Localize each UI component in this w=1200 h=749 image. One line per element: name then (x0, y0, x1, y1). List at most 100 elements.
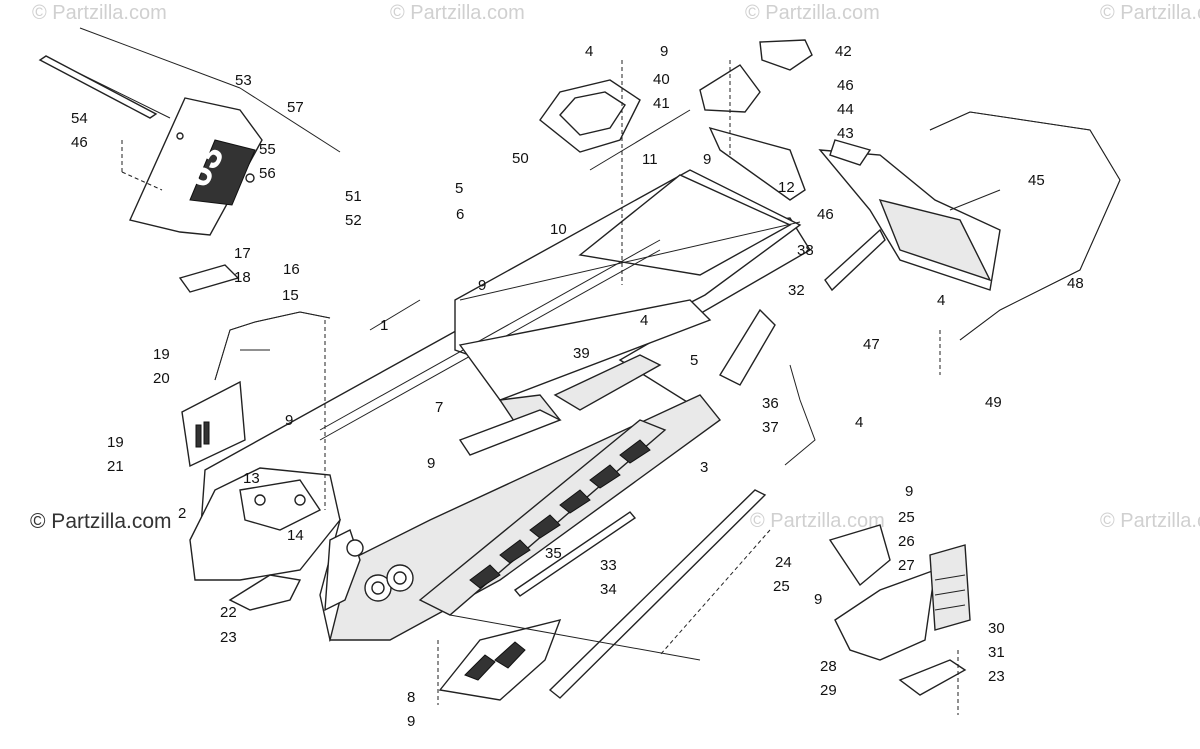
callout-4: 4 (585, 43, 593, 60)
running-board[interactable] (418, 419, 667, 616)
callout-47: 47 (863, 336, 880, 353)
callout-6: 6 (456, 206, 464, 223)
callout-55: 55 (259, 141, 276, 158)
watermark-top-4: © Partzilla.com (1100, 2, 1200, 24)
callout-19: 19 (153, 346, 170, 363)
callout-56: 56 (259, 165, 276, 182)
side-guard[interactable] (719, 308, 776, 386)
callout-9: 9 (905, 483, 913, 500)
callout-28: 28 (820, 658, 837, 675)
callout-45: 45 (1028, 172, 1045, 189)
callout-9: 9 (427, 455, 435, 472)
callout-17: 17 (234, 245, 251, 262)
callout-4: 4 (855, 414, 863, 431)
callout-41: 41 (653, 95, 670, 112)
callout-9: 9 (703, 151, 711, 168)
callout-27: 27 (898, 557, 915, 574)
taillight-housing[interactable] (818, 139, 1001, 291)
callout-23: 23 (988, 668, 1005, 685)
callout-8: 8 (407, 689, 415, 706)
callout-9: 9 (478, 277, 486, 294)
skid-strip[interactable] (513, 511, 637, 597)
watermark-main: © Partzilla.com (30, 510, 172, 533)
callout-9: 9 (407, 713, 415, 730)
callout-11: 11 (642, 151, 658, 168)
callout-15: 15 (282, 287, 299, 304)
callout-9: 9 (660, 43, 668, 60)
callout-29: 29 (820, 682, 837, 699)
callout-13: 13 (243, 470, 260, 487)
callout-42: 42 (835, 43, 852, 60)
callout-10: 10 (550, 221, 567, 238)
callout-52: 52 (345, 212, 362, 229)
callout-12: 12 (778, 179, 795, 196)
callout-5: 5 (455, 180, 463, 197)
callout-5: 5 (690, 352, 698, 369)
retainer-strap[interactable] (784, 364, 816, 466)
callout-4: 4 (937, 292, 945, 309)
callout-23: 23 (220, 629, 237, 646)
seat-cushion[interactable] (539, 79, 641, 153)
callout-37: 37 (762, 419, 779, 436)
callout-25: 25 (773, 578, 790, 595)
footrest-grid[interactable] (438, 618, 562, 701)
callout-34: 34 (600, 581, 617, 598)
callout-38: 38 (797, 242, 814, 259)
front-bumper-bracket[interactable] (181, 380, 246, 468)
rear-grab-bar[interactable] (929, 111, 1121, 341)
callout-20: 20 (153, 370, 170, 387)
cover-plate[interactable] (178, 264, 240, 293)
tube-bracket[interactable] (214, 311, 331, 381)
callout-53: 53 (235, 72, 252, 89)
callout-54: 54 (71, 110, 88, 127)
callout-32: 32 (788, 282, 805, 299)
callout-18: 18 (234, 269, 251, 286)
callout-46: 46 (837, 77, 854, 94)
rear-rail[interactable] (708, 126, 806, 201)
callout-35: 35 (545, 545, 562, 562)
callout-46: 46 (71, 134, 88, 151)
callout-57: 57 (287, 99, 304, 116)
right-side-panels[interactable] (828, 524, 971, 696)
lower-trim-strip[interactable] (548, 489, 767, 699)
callout-24: 24 (775, 554, 792, 571)
callout-51: 51 (345, 188, 362, 205)
front-bracket[interactable] (189, 467, 341, 611)
watermark-mid-3: © Partzilla.com (1100, 510, 1200, 532)
watermark-top-2: © Partzilla.com (390, 2, 525, 24)
callout-39: 39 (573, 345, 590, 362)
callout-9: 9 (285, 412, 293, 429)
callout-21: 21 (107, 458, 124, 475)
callout-43: 43 (837, 125, 854, 142)
side-decal-panel[interactable]: 63 (38, 27, 341, 236)
callout-labels: 1 2 3 4 4 4 4 5 5 6 7 8 9 9 9 9 9 9 9 9 … (71, 43, 1084, 730)
watermark-mid-2: © Partzilla.com (750, 510, 885, 532)
callout-9: 9 (814, 591, 822, 608)
callout-1: 1 (380, 317, 388, 334)
callout-25: 25 (898, 509, 915, 526)
watermark-top-1: © Partzilla.com (32, 2, 167, 24)
callout-7: 7 (435, 399, 443, 416)
callout-31: 31 (988, 644, 1005, 661)
callout-36: 36 (762, 395, 779, 412)
callout-33: 33 (600, 557, 617, 574)
callout-40: 40 (653, 71, 670, 88)
callout-2: 2 (178, 505, 186, 522)
reflector-strip[interactable] (824, 228, 886, 292)
callout-26: 26 (898, 533, 915, 550)
callout-22: 22 (220, 604, 237, 621)
handle-block[interactable] (759, 39, 813, 71)
callout-16: 16 (283, 261, 300, 278)
watermark-top-3: © Partzilla.com (745, 2, 880, 24)
callout-50: 50 (512, 150, 529, 167)
callout-48: 48 (1067, 275, 1084, 292)
callout-3: 3 (700, 459, 708, 476)
callout-30: 30 (988, 620, 1005, 637)
callout-14: 14 (287, 527, 304, 544)
callout-19: 19 (107, 434, 124, 451)
callout-4: 4 (640, 312, 648, 329)
callout-49: 49 (985, 394, 1002, 411)
callout-44: 44 (837, 101, 854, 118)
callout-46: 46 (817, 206, 834, 223)
